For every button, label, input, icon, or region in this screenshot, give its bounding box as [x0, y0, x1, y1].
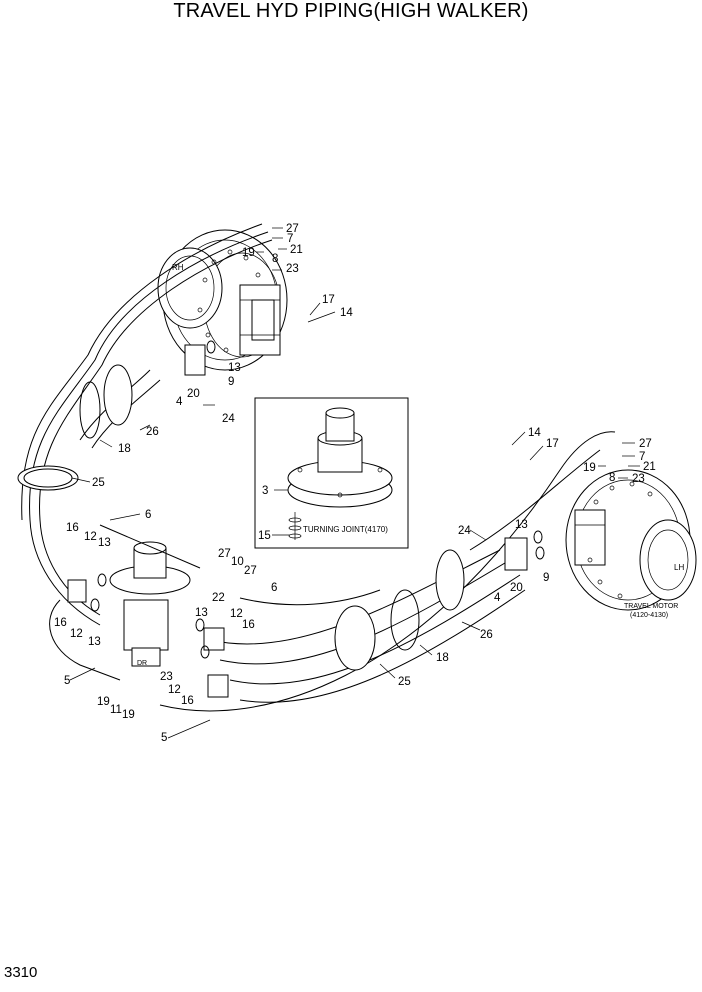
- callout-16: 16: [54, 617, 67, 629]
- callout-19: 19: [97, 696, 110, 708]
- clamps: [17, 340, 545, 698]
- callout-8: 8: [609, 472, 615, 484]
- callout-14: 14: [340, 307, 353, 319]
- callout-23: 23: [286, 263, 299, 275]
- callout-13: 13: [195, 607, 208, 619]
- callout-9: 9: [543, 572, 549, 584]
- callout-18: 18: [118, 443, 131, 455]
- callout-19: 19: [583, 462, 596, 474]
- callout-19: 19: [242, 247, 255, 259]
- callout-16: 16: [181, 695, 194, 707]
- callout-14: 14: [528, 427, 541, 439]
- rh-travel-motor: RH: [157, 229, 288, 371]
- page-title: TRAVEL HYD PIPING(HIGH WALKER): [173, 0, 529, 22]
- callout-9: 9: [228, 376, 234, 388]
- callout-16: 16: [242, 619, 255, 631]
- callout-26: 26: [480, 629, 493, 641]
- callout-13: 13: [98, 537, 111, 549]
- callout-23: 23: [160, 671, 173, 683]
- callout-7: 7: [287, 233, 293, 245]
- lh-label: LH: [674, 563, 684, 572]
- callout-19: 19: [122, 709, 135, 721]
- travel-motor-label: TRAVEL MOTOR: [624, 603, 678, 610]
- callout-numbers: 27 7 21 19 8 23 17 14 13 9 20 4 24 26 18…: [54, 223, 656, 744]
- callout-25: 25: [92, 477, 105, 489]
- callout-4: 4: [176, 396, 183, 408]
- callout-16: 16: [66, 522, 79, 534]
- callout-8: 8: [272, 253, 278, 265]
- callout-18: 18: [436, 652, 449, 664]
- callout-27: 27: [244, 565, 257, 577]
- callout-15: 15: [258, 530, 271, 542]
- callout-23: 23: [632, 473, 645, 485]
- callout-4: 4: [494, 592, 501, 604]
- callout-12: 12: [70, 628, 83, 640]
- callout-5: 5: [161, 732, 167, 744]
- leader-lines: [69, 227, 640, 739]
- callout-21: 21: [290, 244, 303, 256]
- callout-20: 20: [510, 582, 523, 594]
- turning-joint-inset: TURNING JOINT(4170): [254, 397, 409, 549]
- callout-17: 17: [546, 438, 559, 450]
- callout-22: 22: [212, 592, 225, 604]
- callout-13: 13: [515, 519, 528, 531]
- callout-6: 6: [145, 509, 151, 521]
- callout-7: 7: [639, 451, 645, 463]
- callout-27: 27: [639, 438, 652, 450]
- callout-5: 5: [64, 675, 70, 687]
- callout-6: 6: [271, 582, 277, 594]
- callout-25: 25: [398, 676, 411, 688]
- page-number: 3310: [4, 964, 38, 981]
- callout-10: 10: [231, 556, 244, 568]
- callout-12: 12: [84, 531, 97, 543]
- callout-21: 21: [643, 461, 656, 473]
- lh-travel-motor: LH TRAVEL MOTOR (4120-4130): [565, 469, 697, 619]
- callout-26: 26: [146, 426, 159, 438]
- central-turning-joint: DR: [109, 541, 191, 667]
- callout-13: 13: [228, 362, 241, 374]
- callout-27: 27: [218, 548, 231, 560]
- dr-label: DR: [137, 660, 147, 667]
- callout-17: 17: [322, 294, 335, 306]
- callout-24: 24: [458, 525, 471, 537]
- rh-label: RH: [172, 263, 184, 272]
- callout-20: 20: [187, 388, 200, 400]
- callout-27: 27: [286, 223, 299, 235]
- callout-12: 12: [230, 608, 243, 620]
- callout-11: 11: [110, 704, 122, 716]
- callout-3: 3: [262, 485, 268, 497]
- callout-13: 13: [88, 636, 101, 648]
- turning-joint-label: TURNING JOINT(4170): [303, 525, 388, 534]
- callout-12: 12: [168, 684, 181, 696]
- callout-24: 24: [222, 413, 235, 425]
- travel-motor-code: (4120-4130): [630, 612, 668, 619]
